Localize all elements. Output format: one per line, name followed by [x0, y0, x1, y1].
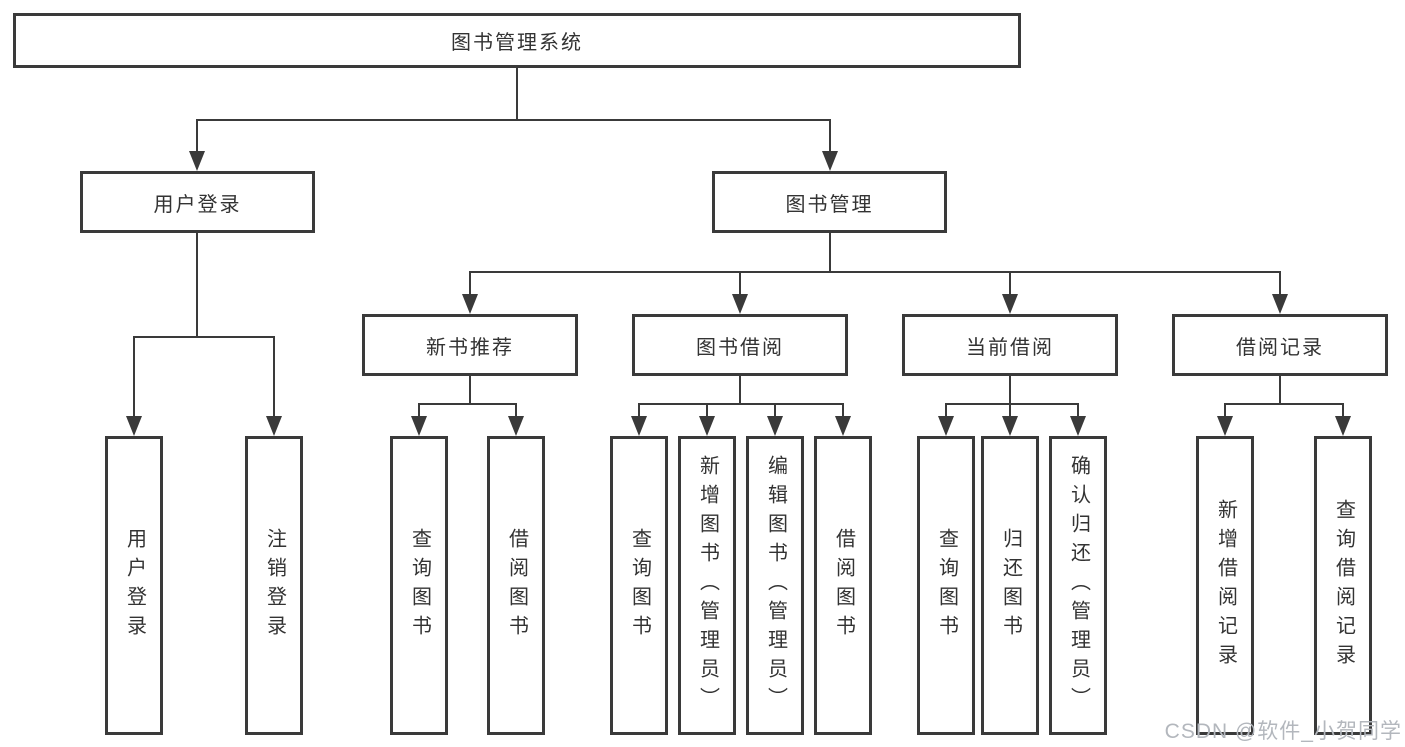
arrowhead-down: [462, 294, 478, 314]
node-label: 查询图书: [935, 527, 958, 644]
node-label: 查询借阅记录: [1332, 498, 1355, 673]
connector-line: [842, 403, 844, 418]
arrowhead-down: [1272, 294, 1288, 314]
arrowhead-down: [189, 151, 205, 171]
connector-line: [418, 403, 420, 418]
arrowhead-down: [508, 416, 524, 436]
node-label: 新书推荐: [426, 336, 514, 359]
arrowhead-down: [1217, 416, 1233, 436]
connector-line: [469, 376, 471, 405]
connector-line: [638, 403, 844, 405]
leaf-borrowing-query-books: 查询图书: [610, 436, 668, 735]
arrowhead-down: [1335, 416, 1351, 436]
node-label: 注销登录: [263, 527, 286, 644]
connector-line: [1279, 271, 1281, 296]
node-label: 用户登录: [123, 527, 146, 644]
connector-line: [739, 376, 741, 405]
connector-line: [945, 403, 947, 418]
connector-line: [515, 403, 517, 418]
node-current-borrowing: 当前借阅: [902, 314, 1118, 376]
arrowhead-down: [938, 416, 954, 436]
node-label: 图书管理: [785, 193, 874, 216]
node-library-management-system: 图书管理系统: [13, 13, 1021, 68]
node-label: 图书管理系统: [451, 32, 583, 54]
node-user-login: 用户登录: [80, 171, 315, 233]
arrowhead-down: [822, 151, 838, 171]
connector-line: [418, 403, 517, 405]
connector-line: [273, 336, 275, 418]
connector-line: [1009, 376, 1011, 405]
connector-line: [133, 336, 135, 418]
connector-line: [1279, 376, 1281, 405]
connector-line: [133, 336, 275, 338]
connector-line: [196, 119, 831, 121]
connector-line: [1342, 403, 1344, 418]
connector-line: [706, 403, 708, 418]
leaf-logout-login: 注销登录: [245, 436, 303, 735]
connector-line: [829, 233, 831, 273]
node-label: 图书借阅: [696, 336, 784, 359]
connector-line: [469, 271, 1281, 273]
node-label: 借阅图书: [832, 527, 855, 644]
node-borrowing-records: 借阅记录: [1172, 314, 1388, 376]
leaf-recommend-borrow-books: 借阅图书: [487, 436, 545, 735]
arrowhead-down: [732, 294, 748, 314]
leaf-borrowing-edit-books-admin: 编辑图书（管理员）: [746, 436, 804, 735]
connector-line: [774, 403, 776, 418]
connector-line: [945, 403, 1079, 405]
node-label: 确认归还（管理员）: [1067, 455, 1090, 716]
arrowhead-down: [835, 416, 851, 436]
connector-line: [469, 271, 471, 296]
connector-line: [1224, 403, 1226, 418]
node-new-book-recommendation: 新书推荐: [362, 314, 578, 376]
arrowhead-down: [126, 416, 142, 436]
arrowhead-down: [411, 416, 427, 436]
node-label: 编辑图书（管理员）: [764, 455, 787, 716]
leaf-records-query-record: 查询借阅记录: [1314, 436, 1372, 735]
connector-line: [1077, 403, 1079, 418]
leaf-current-query-books: 查询图书: [917, 436, 975, 735]
node-book-management: 图书管理: [712, 171, 947, 233]
connector-line: [196, 119, 198, 153]
arrowhead-down: [1070, 416, 1086, 436]
leaf-borrowing-add-books-admin: 新增图书（管理员）: [678, 436, 736, 735]
node-label: 新增图书（管理员）: [696, 455, 719, 716]
leaf-user-login: 用户登录: [105, 436, 163, 735]
connector-line: [1009, 271, 1011, 296]
leaf-borrowing-borrow-books: 借阅图书: [814, 436, 872, 735]
connector-line: [1224, 403, 1344, 405]
watermark: CSDN @软件_小贺同学: [1164, 720, 1402, 743]
node-label: 查询图书: [408, 527, 431, 644]
connector-line: [516, 68, 518, 121]
leaf-current-return-books: 归还图书: [981, 436, 1039, 735]
connector-line: [196, 233, 198, 338]
arrowhead-down: [767, 416, 783, 436]
node-label: 查询图书: [628, 527, 651, 644]
arrowhead-down: [631, 416, 647, 436]
connector-line: [638, 403, 640, 418]
leaf-current-confirm-return-admin: 确认归还（管理员）: [1049, 436, 1107, 735]
connector-line: [829, 119, 831, 153]
connector-line: [739, 271, 741, 296]
node-label: 借阅图书: [505, 527, 528, 644]
arrowhead-down: [1002, 294, 1018, 314]
arrowhead-down: [1002, 416, 1018, 436]
connector-line: [1009, 403, 1011, 418]
node-label: 用户登录: [153, 193, 242, 216]
node-book-borrowing: 图书借阅: [632, 314, 848, 376]
arrowhead-down: [266, 416, 282, 436]
node-label: 归还图书: [999, 527, 1022, 644]
leaf-recommend-query-books: 查询图书: [390, 436, 448, 735]
node-label: 借阅记录: [1236, 336, 1324, 359]
node-label: 当前借阅: [966, 336, 1054, 359]
arrowhead-down: [699, 416, 715, 436]
leaf-records-add-record: 新增借阅记录: [1196, 436, 1254, 735]
node-label: 新增借阅记录: [1214, 498, 1237, 673]
